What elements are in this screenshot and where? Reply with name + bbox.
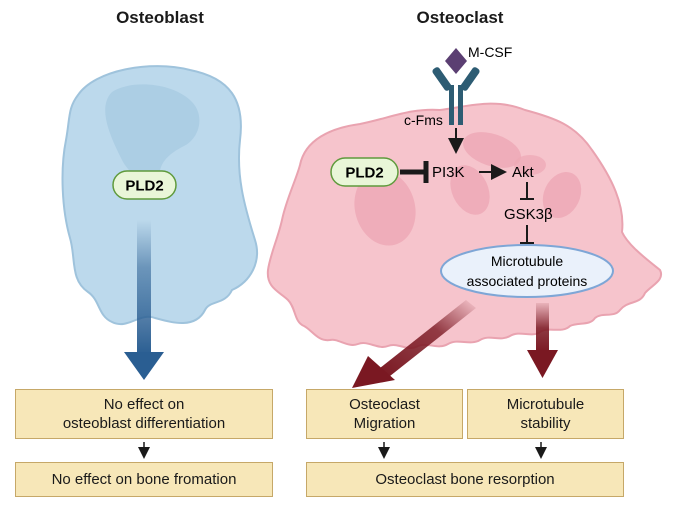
osteoclast-pld2-label: PLD2 [345,165,383,182]
receptor-c-fms-left-stem [449,85,454,125]
box-no-effect-differentiation-text: No effect on osteoblast differentiation [62,396,226,432]
box-osteoclast-migration-text: Osteoclast Migration [349,396,420,432]
microtubule-proteins-line-1: Microtubule [491,253,564,269]
box-microtubule-stability: Microtubule stability [467,389,624,439]
red-arrow-to-migration-head [352,356,395,388]
box-no-effect-bone-formation: No effect on bone fromation [15,462,273,497]
box-no-effect-differentiation: No effect on osteoblast differentiation [15,389,273,439]
osteoblast-pld2-bubble [112,170,177,200]
blue-arrow-head [124,352,164,380]
box-no-effect-bone-formation-text: No effect on bone fromation [51,471,237,488]
box-osteoclast-bone-resorption-text: Osteoclast bone resorption [375,471,555,488]
m-csf-label: M-CSF [468,44,512,60]
microtubule-proteins-line-2: associated proteins [467,273,588,289]
red-arrow-to-stability-head [527,350,558,378]
receptor-c-fms-right-arm [460,67,480,91]
osteoclast-nucleus [450,165,490,215]
box-microtubule-stability-text: Microtubule stability [506,396,585,432]
osteoclast-nucleus [463,132,521,168]
osteoclast-nucleus [542,171,582,219]
osteoblast-pld2-label: PLD2 [125,178,163,195]
osteoblast-title: Osteoblast [116,8,204,27]
box-osteoclast-bone-resorption: Osteoclast bone resorption [306,462,624,497]
c-fms-label: c-Fms [404,112,443,128]
red-arrow-to-stability-shaft [536,303,549,353]
akt-label: Akt [512,164,535,181]
blue-arrow-shaft [137,220,151,355]
osteoclast-pld2-bubble [330,157,399,187]
osteoblast-nucleus [105,84,200,182]
osteoclast-title: Osteoclast [416,8,504,27]
microtubule-proteins-ellipse [440,244,614,298]
box-osteoclast-migration: Osteoclast Migration [306,389,463,439]
receptor-c-fms-left-arm [432,67,452,91]
osteoclast-nucleus [354,170,416,246]
m-csf-ligand-icon [445,48,467,74]
gsk3b-label: GSK3β [504,206,553,223]
receptor-c-fms-right-stem [458,85,463,125]
red-arrow-to-migration-shaft [380,300,476,376]
pi3k-label: PI3K [432,164,465,181]
osteoclast-nucleus [514,155,546,175]
